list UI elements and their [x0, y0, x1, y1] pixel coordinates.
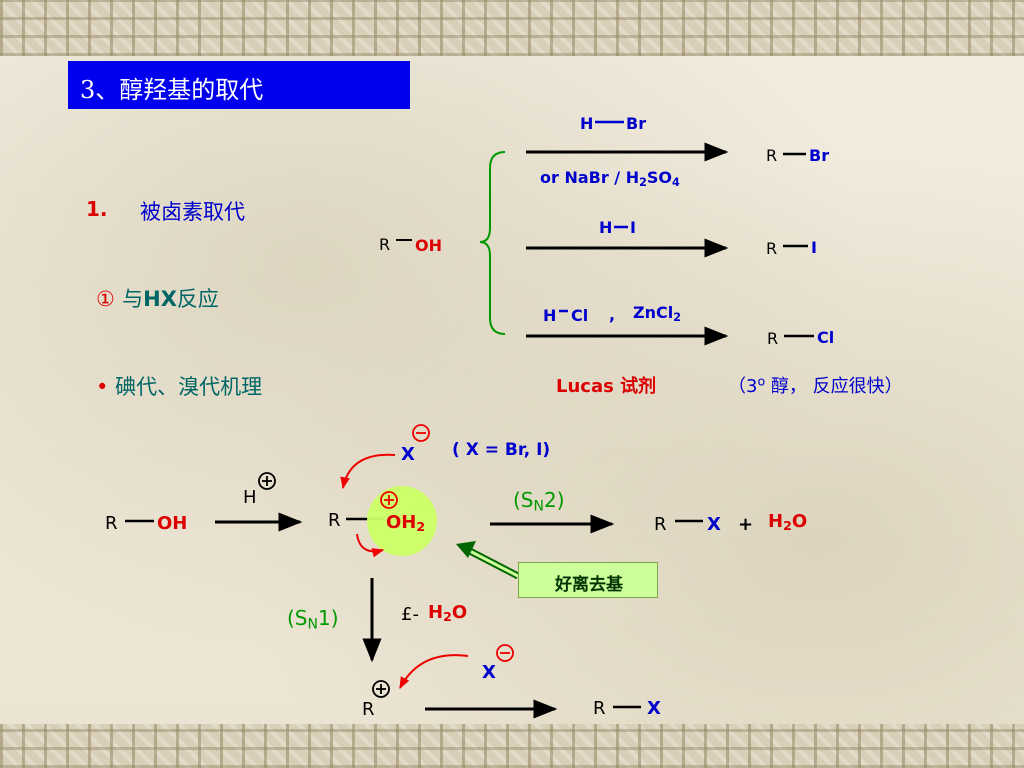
tertiary-note: （3o 醇， 反应很快）: [728, 373, 903, 397]
product-x: X: [707, 514, 721, 535]
reagent-h-1: H: [580, 114, 594, 133]
curved-arrow-halide-attack: [340, 453, 396, 490]
proton-h: H: [243, 487, 257, 508]
product-cl: Cl: [817, 328, 835, 347]
oxonium-oh2: OH2: [386, 512, 426, 535]
minus-sign: £-: [401, 604, 419, 625]
subsection-prefix: 与: [122, 287, 144, 311]
product2-r: R: [593, 698, 606, 719]
reactant-r: R: [379, 235, 391, 254]
circled-one-marker: ①: [96, 287, 115, 311]
leaving-group-highlight: [367, 486, 437, 556]
bottom-decorative-band: [0, 724, 1024, 768]
sn1-label: (SN1): [287, 606, 339, 633]
product-water: H2O: [768, 511, 808, 534]
halide-definition: ( X = Br, I): [452, 440, 551, 460]
bullet-marker: •: [96, 375, 109, 399]
reagent-i: I: [630, 218, 636, 237]
lucas-reagent: Lucas 试剂: [556, 376, 657, 397]
product-r-1: R: [766, 146, 778, 165]
product2-x: X: [647, 698, 661, 719]
subsection-hx: HX: [143, 287, 177, 311]
reagent-h-2: H: [599, 218, 613, 237]
bullet-text: 碘代、溴代机理: [115, 375, 263, 399]
reagent-h-3: H: [543, 306, 557, 325]
product-r-2: R: [766, 239, 778, 258]
catalyst-zncl2: ZnCl2: [633, 303, 682, 324]
charge-halide2: [496, 644, 514, 662]
product-plus: +: [738, 514, 754, 535]
halide2-x: X: [482, 662, 496, 683]
branch-brace: [479, 151, 506, 335]
product-br: Br: [809, 146, 830, 165]
title-box: 3、醇羟基的取代: [68, 61, 410, 109]
mech-oh: OH: [157, 513, 188, 534]
bullet-mechanism: • 碘代、溴代机理: [96, 371, 262, 401]
curved-arrow-bond-break: [356, 533, 385, 558]
charge-halide: [412, 424, 430, 442]
reagent-alt: or NaBr / H2SO4: [540, 168, 680, 189]
reactant-oh: OH: [415, 236, 442, 255]
leaving-group-label: 好离去基: [555, 575, 623, 595]
charge-carbocation: [372, 680, 390, 698]
leaving-group-arrow: [463, 546, 519, 578]
section-number: 1.: [86, 197, 108, 221]
carbocation-r: R: [362, 699, 375, 720]
charge-oxonium: [380, 491, 398, 509]
leaving-group-label-box: 好离去基: [518, 562, 658, 598]
top-decorative-band: [0, 0, 1024, 56]
product-i: I: [811, 238, 817, 257]
halide-x: X: [401, 444, 415, 465]
subsection-suffix: 反应: [176, 287, 219, 311]
lost-water: H2O: [428, 602, 468, 625]
subsection-heading: ① 与HX反应: [96, 283, 219, 313]
reagent-cl: Cl: [571, 306, 589, 325]
reagent-comma: ,: [609, 305, 616, 324]
mech-r: R: [105, 513, 118, 534]
slide-title: 3、醇羟基的取代: [80, 76, 264, 104]
section-label: 被卤素取代: [140, 200, 245, 224]
product-r-3: R: [767, 329, 779, 348]
sn2-label: (SN2): [513, 488, 565, 515]
reagent-br: Br: [626, 114, 647, 133]
curved-arrow-halide2: [399, 654, 469, 690]
oxonium-r: R: [328, 510, 341, 531]
product-r: R: [654, 514, 667, 535]
charge-proton: [258, 472, 276, 490]
